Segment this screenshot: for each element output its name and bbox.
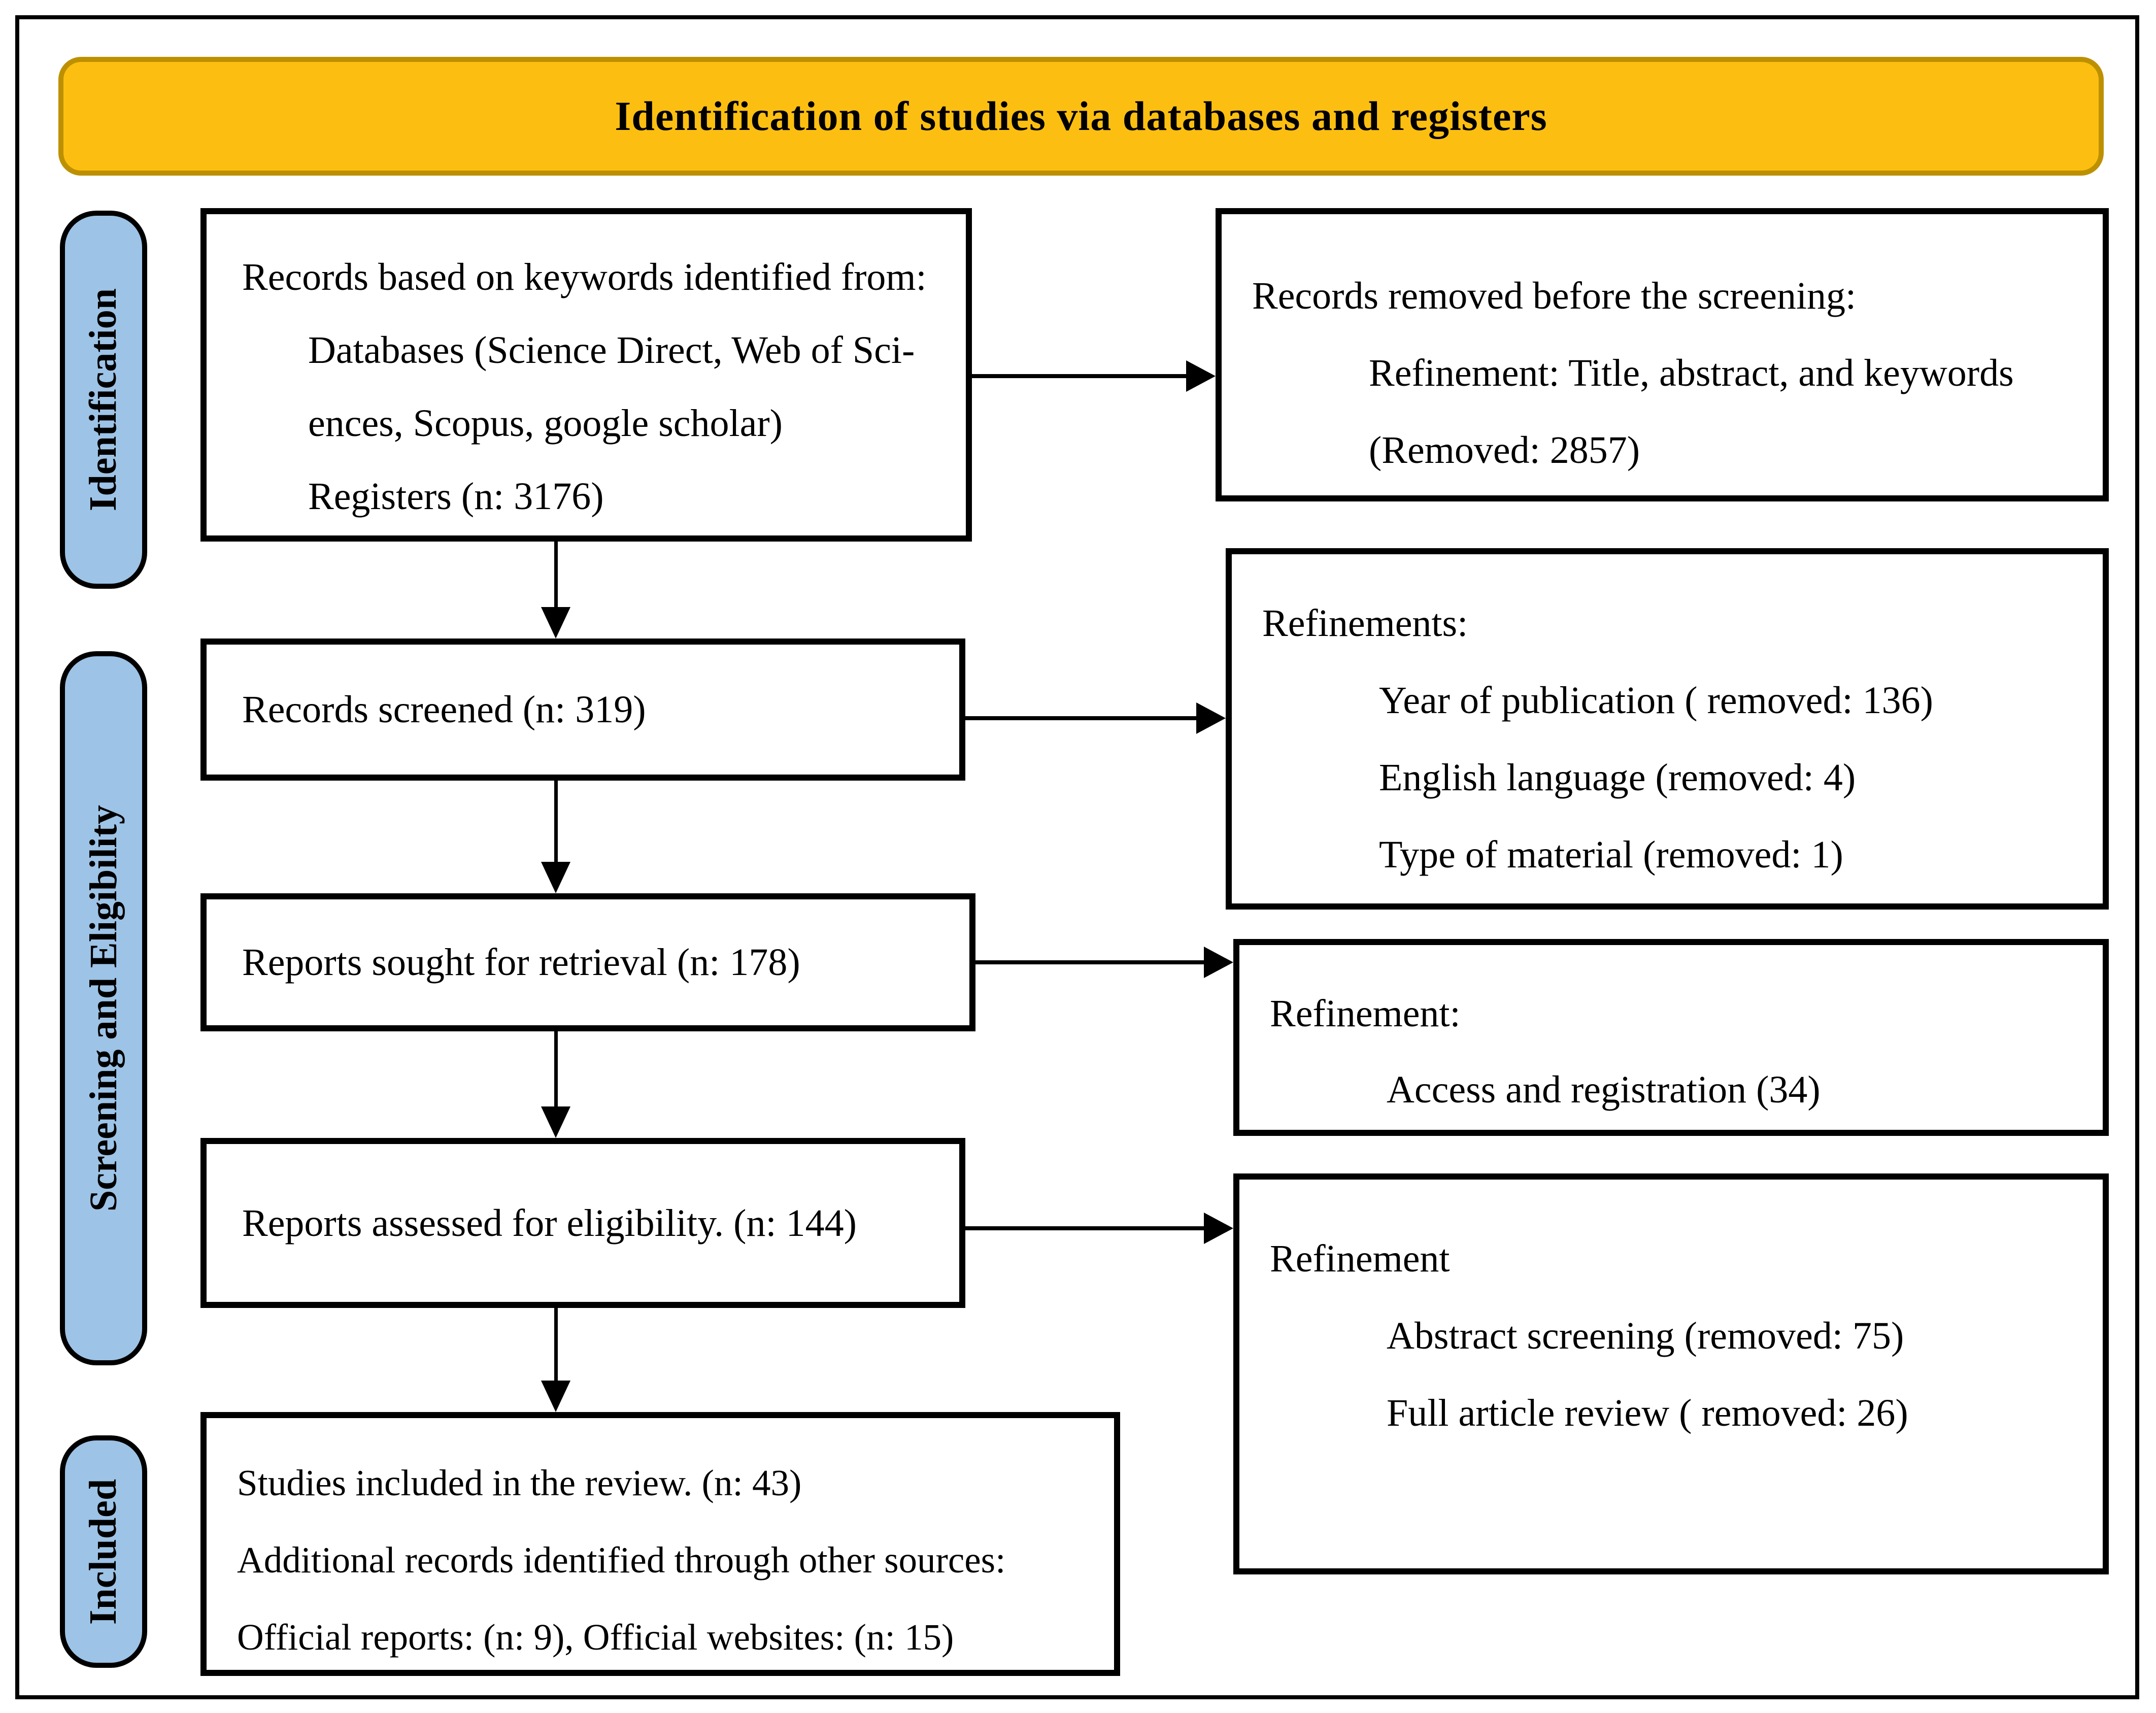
stage-label-included: Included — [60, 1435, 147, 1668]
arrow-line — [965, 1226, 1204, 1230]
box-text-line: Official reports: (n: 9), Official websi… — [237, 1617, 954, 1658]
arrow-line — [554, 1031, 558, 1106]
arrowhead-icon — [541, 862, 570, 893]
box-text-line: Refinements: — [1262, 602, 1468, 645]
box-text-line: Type of material (removed: 1) — [1379, 833, 1843, 876]
box-text-line: Additional records identified through ot… — [237, 1539, 1006, 1581]
arrowhead-icon — [541, 607, 570, 639]
arrowhead-icon — [541, 1381, 570, 1412]
box-reports-sought: Reports sought for retrieval (n: 178) — [200, 893, 975, 1031]
stage-label-screening-eligibility: Screening and Eligibility — [60, 651, 147, 1365]
stage-label-text: Included — [82, 1479, 125, 1625]
box-text-line: Reports assessed for eligibility. (n: 14… — [242, 1201, 857, 1245]
box-text-line: Records based on keywords identified fro… — [242, 256, 927, 298]
box-text-line: Studies included in the review. (n: 43) — [237, 1462, 802, 1503]
box-text-line: Refinement — [1270, 1237, 1450, 1280]
stage-label-identification: Identification — [60, 211, 147, 589]
arrow-line — [965, 716, 1196, 720]
arrowhead-icon — [1204, 1213, 1233, 1244]
box-text-line: Full article review ( removed: 26) — [1387, 1392, 1908, 1434]
diagram-title: Identification of studies via databases … — [615, 93, 1547, 139]
box-text-line: (Removed: 2857) — [1369, 429, 1640, 472]
stage-label-text: Identification — [82, 288, 125, 512]
stage-label-text: Screening and Eligibility — [82, 805, 125, 1212]
box-text-line: Databases (Science Direct, Web of Sci- — [308, 329, 915, 372]
arrow-line — [975, 960, 1204, 964]
arrow-line — [972, 374, 1189, 378]
header-banner: Identification of studies via databases … — [58, 57, 2104, 176]
arrowhead-icon — [541, 1106, 570, 1138]
arrow-line — [554, 1308, 558, 1381]
box-text-line: English language (removed: 4) — [1379, 756, 1856, 799]
arrowhead-icon — [1196, 702, 1226, 734]
arrowhead-icon — [1186, 360, 1216, 392]
box-records-removed: Records removed before the screening: Re… — [1216, 208, 2109, 501]
outer-border — [15, 15, 2139, 1699]
box-refinements: Refinements: Year of publication ( remov… — [1226, 548, 2109, 910]
arrowhead-icon — [1204, 947, 1233, 978]
box-text-line: Records removed before the screening: — [1252, 275, 1857, 317]
box-text-line: Refinement: — [1270, 992, 1461, 1035]
box-text-line: Registers (n: 3176) — [308, 475, 604, 518]
box-reports-assessed: Reports assessed for eligibility. (n: 14… — [200, 1138, 965, 1308]
box-studies-included: Studies included in the review. (n: 43) … — [200, 1412, 1120, 1676]
box-records-identified: Records based on keywords identified fro… — [200, 208, 972, 542]
arrow-line — [554, 542, 558, 608]
box-records-screened: Records screened (n: 319) — [200, 639, 965, 781]
box-text-line: Refinement: Title, abstract, and keyword… — [1369, 352, 2014, 394]
box-text-line: Year of publication ( removed: 136) — [1379, 679, 1933, 722]
arrow-line — [554, 781, 558, 862]
box-refinement-review: Refinement Abstract screening (removed: … — [1233, 1173, 2109, 1574]
box-text-line: ences, Scopus, google scholar) — [308, 402, 783, 445]
box-refinement-access: Refinement: Access and registration (34) — [1233, 939, 2109, 1136]
box-text-line: Reports sought for retrieval (n: 178) — [242, 941, 800, 984]
box-text-line: Abstract screening (removed: 75) — [1387, 1315, 1904, 1357]
box-text-line: Access and registration (34) — [1387, 1068, 1821, 1111]
box-text-line: Records screened (n: 319) — [242, 688, 646, 731]
